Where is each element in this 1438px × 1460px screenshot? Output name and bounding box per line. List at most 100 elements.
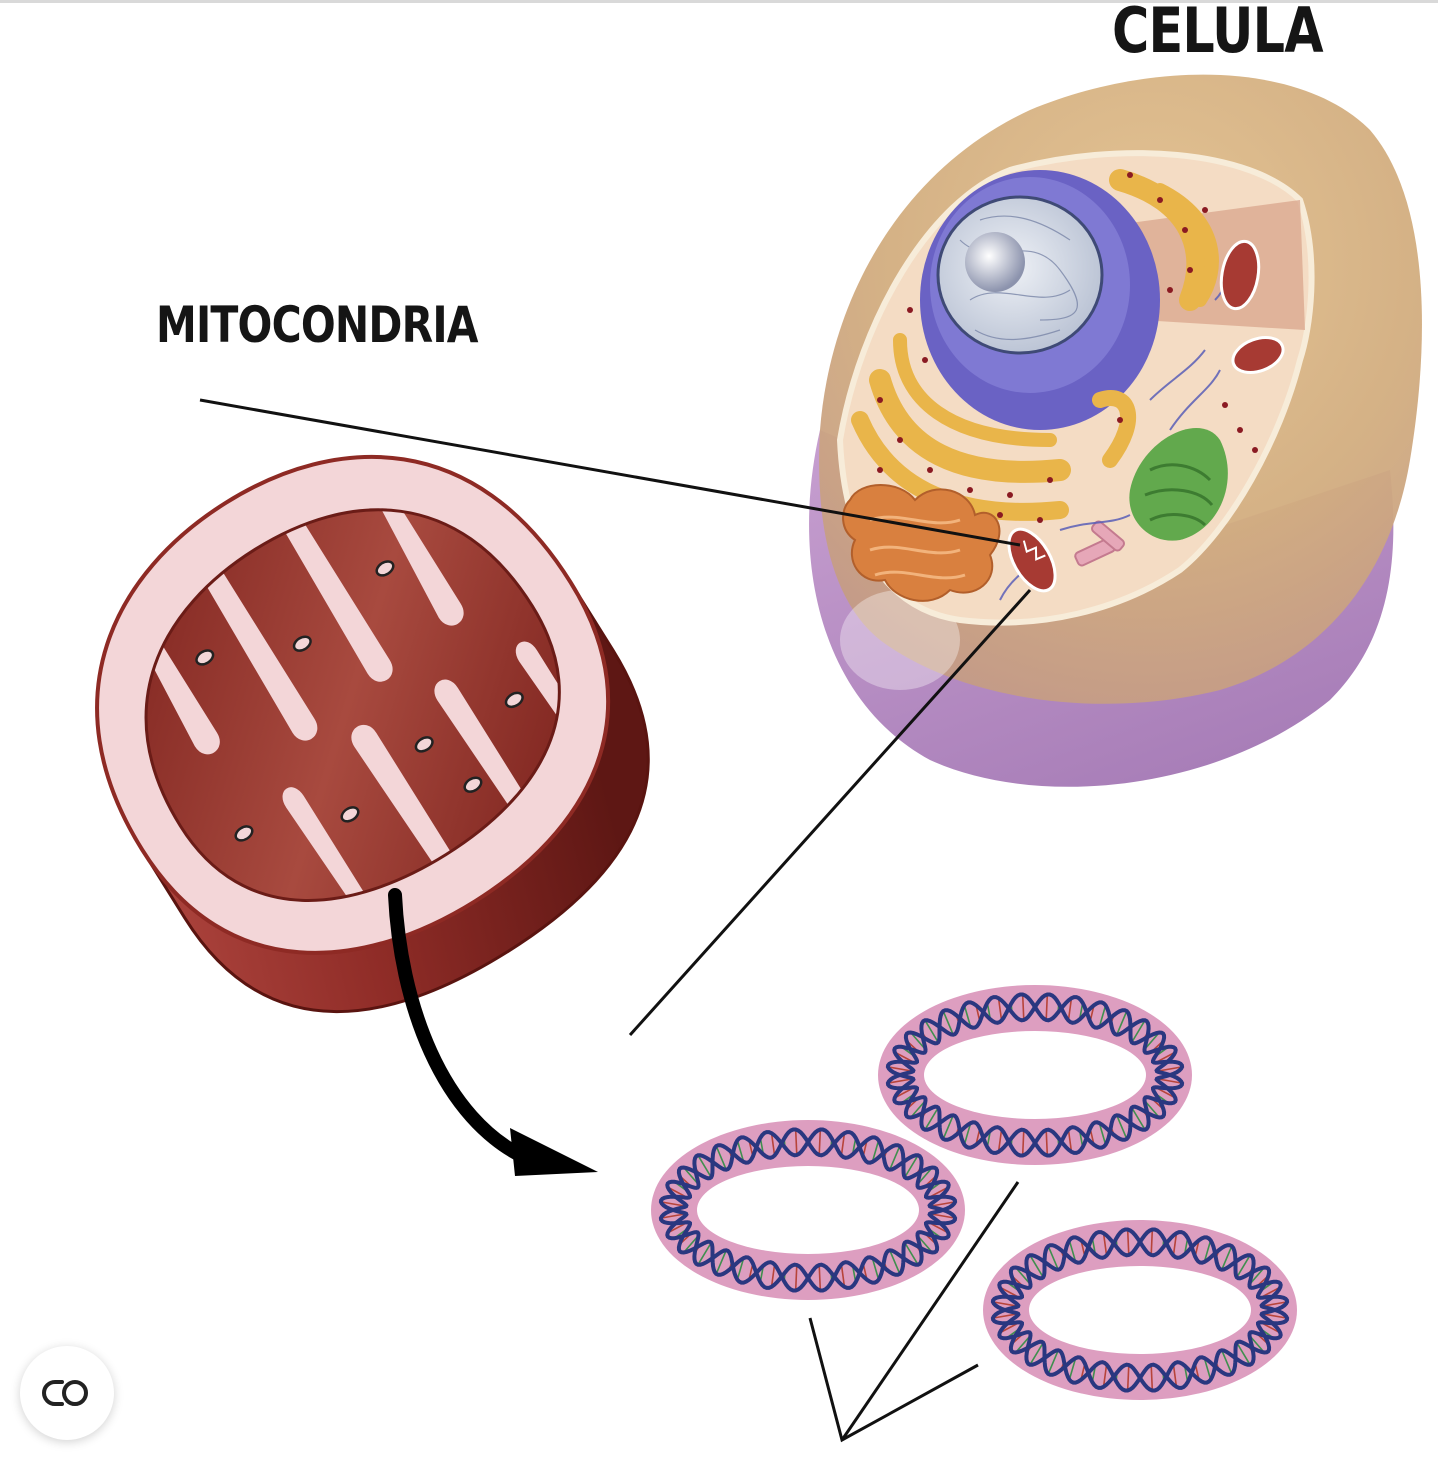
mtdna-base-pair — [1261, 1312, 1288, 1319]
mtdna-base-pair — [794, 1129, 798, 1156]
mtdna-base-pair — [1261, 1301, 1288, 1308]
mtdna-base-pair — [1047, 1349, 1059, 1375]
mtdna-strand — [885, 992, 1185, 1158]
mtdna-base-pair — [942, 1010, 954, 1036]
mtdna-ring — [651, 1120, 965, 1300]
mtdna-base-pair — [840, 1264, 846, 1287]
mtdna-strand — [658, 1127, 958, 1293]
mtdna-base-pair — [1126, 1229, 1130, 1256]
mtdna-ring-hole — [924, 1031, 1146, 1119]
mtdna-base-pair — [942, 1114, 954, 1140]
mtdna-base-pair — [1047, 1245, 1059, 1271]
mtdna-base-pair — [1156, 1077, 1183, 1084]
mtdna-base-pair — [697, 1154, 712, 1178]
mtdna-base-pair — [924, 1107, 939, 1131]
rough-er — [842, 484, 1001, 602]
mtdna-base-pair — [929, 1201, 956, 1208]
cell-mitochondrion-small — [1007, 239, 1285, 593]
mtdna-base-pair — [840, 1133, 846, 1156]
mtdna-base-pair — [1126, 1364, 1130, 1391]
mtdna-base-pair — [715, 1249, 727, 1275]
mtdna-base-pair — [889, 1249, 901, 1275]
nucleolus — [965, 232, 1025, 292]
cell-illustration — [809, 74, 1422, 787]
mtdna-base-pair — [1068, 1357, 1077, 1380]
mtdna-base-pair — [818, 1264, 822, 1291]
label-cell: CELULA — [1112, 0, 1324, 67]
mtdna-base-pair — [1021, 1129, 1025, 1156]
mtdna-base-pair — [889, 1145, 901, 1171]
mtdna-base-pair — [997, 1129, 1003, 1152]
leader-line-dna-2 — [840, 1181, 1020, 1441]
mtdna-base-pair — [1098, 1122, 1107, 1145]
mtdna-base-pair — [1116, 1114, 1128, 1140]
mtdna-base-pair — [1116, 1010, 1128, 1036]
mtdna-base-pair — [997, 998, 1003, 1021]
mtdna-base-pair — [929, 1212, 956, 1219]
mtdna-ring — [878, 985, 1192, 1165]
mtdna-rings — [651, 985, 1297, 1400]
mtdna-ring-hole — [697, 1166, 919, 1254]
mtdna-base-pair — [1029, 1342, 1044, 1366]
mtdna-ring-hole — [1029, 1266, 1251, 1354]
mtdna-base-pair — [1221, 1245, 1233, 1271]
mtdna-base-pair — [1236, 1342, 1251, 1366]
mtdna-base-pair — [794, 1264, 798, 1291]
leader-line-cell-to-dna — [628, 588, 1032, 1037]
green-organelle — [1129, 428, 1228, 541]
mtdna-base-pair — [736, 1140, 745, 1163]
mtdna-base-pair — [871, 1257, 880, 1280]
mtdna-base-pair — [992, 1301, 1019, 1308]
mtdna-base-pair — [992, 1312, 1019, 1319]
link-button[interactable] — [20, 1346, 114, 1440]
mtdna-base-pair — [818, 1129, 822, 1156]
mtdna-base-pair — [1045, 994, 1049, 1021]
link-icon — [42, 1380, 88, 1406]
mtdna-base-pair — [1172, 1233, 1178, 1256]
mtdna-dots — [195, 560, 524, 842]
mtdna-base-pair — [871, 1140, 880, 1163]
arrow-to-mtdna — [388, 888, 598, 1176]
mtdna-base-pair — [1098, 1005, 1107, 1028]
mtdna-base-pair — [904, 1154, 919, 1178]
top-border — [0, 0, 1438, 3]
mtdna-base-pair — [715, 1145, 727, 1171]
mtdna-base-pair — [770, 1264, 776, 1287]
mtdna-base-pair — [1021, 994, 1025, 1021]
mtdna-base-pair — [904, 1242, 919, 1266]
mtdna-base-pair — [1131, 1019, 1146, 1043]
mtdna-base-pair — [697, 1242, 712, 1266]
mtdna-base-pair — [1102, 1364, 1108, 1387]
mtdna-base-pair — [660, 1201, 687, 1208]
mtdna-base-pair — [1236, 1254, 1251, 1278]
mtdna-base-pair — [1203, 1240, 1212, 1263]
cristae — [131, 488, 585, 911]
mtdna-base-pair — [770, 1133, 776, 1156]
mtdna-base-pair — [1172, 1364, 1178, 1387]
mtdna-base-pair — [963, 1122, 972, 1145]
mtdna-base-pair — [1150, 1229, 1154, 1256]
mtdna-base-pair — [924, 1019, 939, 1043]
mtdna-base-pair — [1221, 1349, 1233, 1375]
label-mitochondria: MITOCONDRIA — [156, 296, 479, 354]
mtdna-ring — [983, 1220, 1297, 1400]
mitochondrion-inner-membrane — [144, 508, 561, 902]
leader-lines-dna — [808, 1317, 979, 1443]
mtdna-base-pair — [1203, 1357, 1212, 1380]
mtdna-base-pair — [660, 1212, 687, 1219]
mtdna-base-pair — [1150, 1364, 1154, 1391]
mtdna-base-pair — [887, 1077, 914, 1084]
mtdna-strand — [990, 1227, 1290, 1393]
mtdna-base-pair — [1131, 1107, 1146, 1131]
mtdna-base-pair — [1045, 1129, 1049, 1156]
mtdna-base-pair — [1156, 1066, 1183, 1073]
mtdna-base-pair — [1102, 1233, 1108, 1256]
leader-line-mitochondria — [199, 398, 1021, 547]
mitochondrion-large — [95, 454, 650, 1013]
centriole — [1074, 520, 1126, 567]
mtdna-base-pair — [1068, 1240, 1077, 1263]
mtdna-base-pair — [963, 1005, 972, 1028]
mtdna-base-pair — [1067, 1129, 1073, 1152]
ribosomes — [877, 172, 1258, 523]
